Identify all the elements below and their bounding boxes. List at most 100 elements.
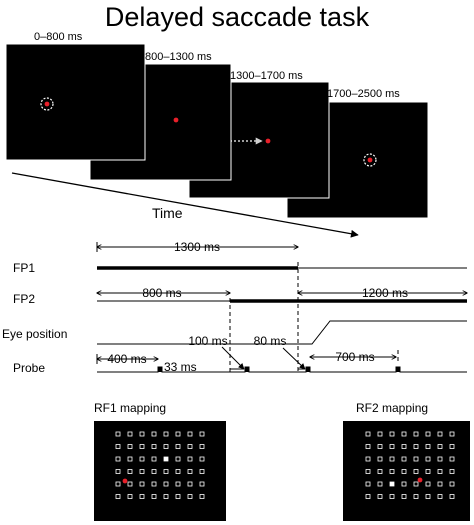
probe-square [437, 456, 443, 462]
probe-square [401, 494, 407, 499]
probe-square [365, 481, 371, 487]
probe-square [187, 431, 193, 437]
probe-square [187, 494, 193, 499]
probe-square [389, 444, 395, 449]
probe-square [449, 431, 455, 437]
probe-square [377, 469, 383, 474]
probe-square [425, 494, 431, 499]
diagram-title: Delayed saccade task [105, 2, 370, 32]
probe-gap-label: 700 ms [335, 350, 374, 364]
probe-square [151, 469, 157, 474]
probe-square [115, 456, 121, 462]
frame-1-screen [5, 43, 146, 161]
probe-square [175, 481, 181, 487]
probe-square [401, 431, 407, 437]
probe-square [413, 494, 419, 499]
probe-square [115, 469, 121, 474]
fp2-delay-label: 800 ms [142, 286, 181, 300]
frame-1 [5, 43, 146, 161]
probe-square [413, 444, 419, 449]
probe-trace [97, 366, 467, 373]
fp1-duration-label: 1300 ms [174, 240, 220, 254]
probe-square [377, 456, 383, 462]
probe-square [389, 456, 395, 462]
probe-square [127, 444, 133, 449]
fixation-ring [40, 97, 54, 111]
probe-square [175, 444, 181, 449]
row-label-fp1: FP1 [13, 261, 35, 275]
probe-square [163, 469, 169, 474]
probe-square [401, 469, 407, 474]
probe-square [139, 481, 145, 487]
probe-square [187, 444, 193, 449]
probe-square [437, 431, 443, 437]
probe-square [413, 469, 419, 474]
probe-square [199, 469, 205, 474]
probe-square [413, 431, 419, 437]
time-label: Time [152, 205, 183, 221]
probe-square [127, 431, 133, 437]
probe-square [389, 431, 395, 437]
probe-square [115, 494, 121, 499]
probe-square [199, 481, 205, 487]
probe-square [175, 469, 181, 474]
rf-target-dot [122, 478, 128, 484]
probe-square [115, 444, 121, 449]
probe-after-fp1-pointer [282, 347, 306, 370]
probe-square [199, 444, 205, 449]
probe-square [377, 481, 383, 487]
probe-square [127, 469, 133, 474]
probe-square [139, 444, 145, 449]
probe-square [199, 431, 205, 437]
probe-square [187, 469, 193, 474]
probe-square [163, 431, 169, 437]
probe-square [449, 444, 455, 449]
probe-square [151, 444, 157, 449]
probe-square [425, 469, 431, 474]
probe-square [449, 481, 455, 487]
rf-target-dot [417, 477, 423, 483]
probe-square [127, 481, 133, 487]
probe-square [413, 456, 419, 462]
rf2-mapping-label: RF2 mapping [356, 401, 428, 415]
probe-after-fp2-pointer [221, 346, 245, 370]
probe-square [163, 444, 169, 449]
probe-square [151, 481, 157, 487]
probe-square [163, 456, 169, 462]
probe-square [437, 481, 443, 487]
probe-square [449, 469, 455, 474]
probe-after-fp1-label: 80 ms [254, 334, 287, 348]
probe-square [115, 481, 121, 487]
frame-2-label: 800–1300 ms [145, 51, 212, 63]
probe-square [425, 444, 431, 449]
probe-after-fp2-label: 100 ms [188, 334, 227, 348]
probe-square [127, 456, 133, 462]
probe-square [175, 456, 181, 462]
probe-square [401, 444, 407, 449]
probe-square [199, 494, 205, 499]
rf1-mapping-label: RF1 mapping [94, 401, 166, 415]
probe-width-label: 33 ms [164, 360, 197, 374]
probe-square [413, 481, 419, 487]
frame-1-label: 0–800 ms [34, 31, 83, 43]
probe-square [139, 431, 145, 437]
probe-square [437, 494, 443, 499]
probe-square [437, 469, 443, 474]
time-arrow [11, 172, 359, 238]
probe-square [377, 444, 383, 449]
probe-square [401, 481, 407, 487]
probe-square [151, 456, 157, 462]
probe-square [377, 494, 383, 499]
probe-square [449, 494, 455, 499]
row-label-fp2: FP2 [13, 292, 35, 306]
frame-3-label: 1300–1700 ms [230, 70, 303, 82]
probe-square [365, 444, 371, 449]
probe-square [163, 481, 169, 487]
probe-square [389, 494, 395, 499]
probe-square [115, 431, 121, 437]
rf2-mapping-screen [343, 421, 470, 521]
probe-square [365, 494, 371, 499]
frame-4-label: 1700–2500 ms [327, 88, 400, 100]
probe-square [139, 456, 145, 462]
